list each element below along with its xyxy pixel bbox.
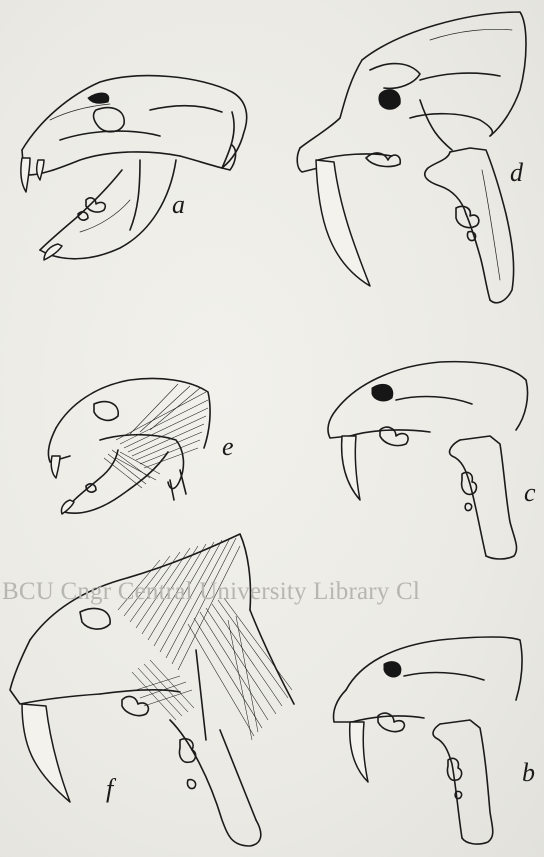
figure-label-d: d — [510, 160, 523, 186]
figure-label-c: c — [524, 480, 536, 506]
library-watermark: BCU Cngr Central University Library Cl — [2, 578, 420, 606]
figure-label-a: a — [172, 192, 185, 218]
figure-label-f: f — [106, 776, 113, 802]
skull-c — [328, 362, 528, 559]
skull-a — [21, 76, 247, 260]
skull-e — [48, 379, 210, 515]
skull-b — [334, 637, 523, 844]
figure-label-e: e — [222, 434, 234, 460]
skull-d — [297, 12, 526, 303]
figure-label-b: b — [522, 760, 535, 786]
